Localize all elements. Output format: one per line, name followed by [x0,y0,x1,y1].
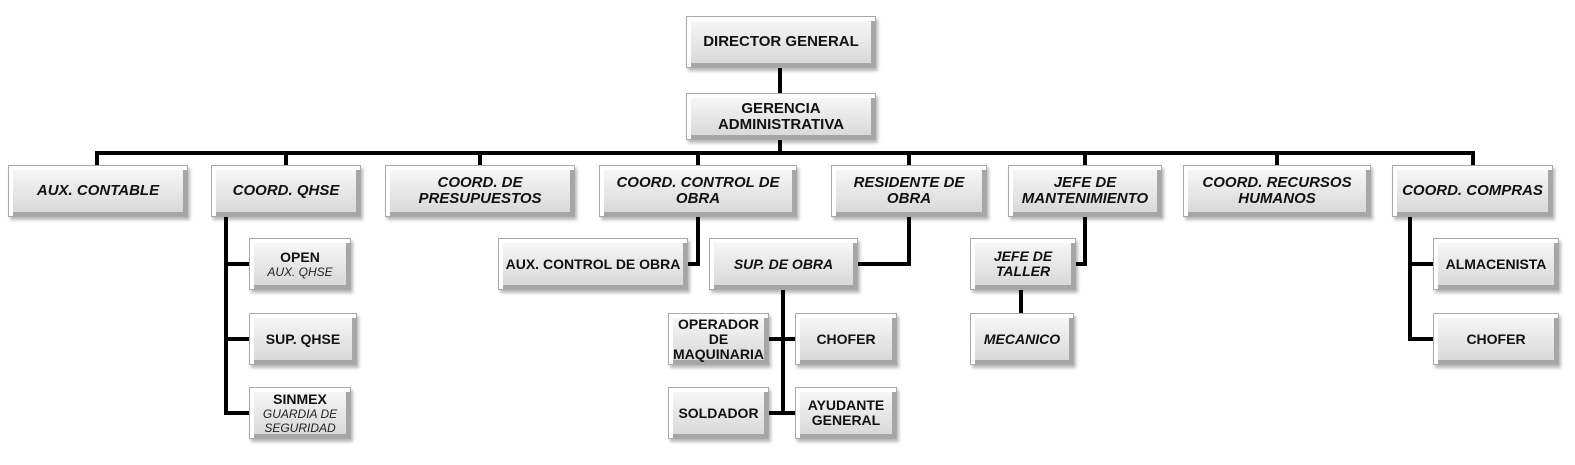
node-sup-qhse: SUP. QHSE [249,313,357,365]
node-chofer-compras: CHOFER [1433,313,1559,365]
node-aux-control-obra: AUX. CONTROL DE OBRA [498,238,688,290]
node-sup-obra: SUP. DE OBRA [709,238,858,290]
node-label: MECANICO [983,330,1061,347]
node-jefe-taller: JEFE DE TALLER [970,238,1076,290]
node-aux-contable: AUX. CONTABLE [8,165,188,217]
node-sublabel: AUX. QHSE [267,264,333,279]
node-label: COORD. QHSE [232,182,340,199]
node-label: CHOFER [816,330,876,347]
node-label: JEFE DE TALLER [993,248,1053,279]
node-label: COORD. COMPRAS [1402,182,1543,199]
node-chofer-obra: CHOFER [795,313,897,365]
node-label: OPEN [280,248,320,265]
node-label: CHOFER [1466,330,1526,347]
node-coord-recursos-humanos: COORD. RECURSOS HUMANOS [1183,165,1371,217]
node-label: SUP. QHSE [265,330,341,347]
node-label: COORD. DE PRESUPUESTOS [418,174,542,207]
node-label: JEFE DE MANTENIMIENTO [1021,174,1149,207]
node-label: COORD. RECURSOS HUMANOS [1202,174,1352,207]
node-coord-control-obra: COORD. CONTROL DE OBRA [599,165,797,217]
node-gerencia-administrativa: GERENCIA ADMINISTRATIVA [686,93,876,140]
node-label: GERENCIA ADMINISTRATIVA [717,99,845,133]
node-label: SINMEX [273,390,327,407]
node-jefe-mantenimiento: JEFE DE MANTENIMIENTO [1008,165,1162,217]
node-label: OPERADOR DE MAQUINARIA [673,315,764,362]
node-label: AYUDANTE GENERAL [807,397,885,428]
node-label: COORD. CONTROL DE OBRA [616,174,780,207]
node-label: SUP. DE OBRA [733,255,834,272]
node-soldador: SOLDADOR [668,387,769,439]
node-label: RESIDENTE DE OBRA [853,174,965,207]
node-operador-maquinaria: OPERADOR DE MAQUINARIA [668,313,769,365]
node-residente-obra: RESIDENTE DE OBRA [831,165,987,217]
node-mecanico: MECANICO [970,313,1074,365]
node-label: AUX. CONTABLE [36,182,160,199]
node-label: ALMACENISTA [1445,255,1547,272]
node-sinmex: SINMEX GUARDIA DE SEGURIDAD [249,387,351,439]
node-coord-compras: COORD. COMPRAS [1392,165,1553,217]
node-ayudante-general: AYUDANTE GENERAL [795,387,897,439]
node-almacenista: ALMACENISTA [1433,238,1559,290]
node-sublabel: GUARDIA DE SEGURIDAD [262,406,338,435]
node-director-general: DIRECTOR GENERAL [686,16,876,68]
node-coord-qhse: COORD. QHSE [211,165,361,217]
node-coord-presupuestos: COORD. DE PRESUPUESTOS [385,165,575,217]
node-label: DIRECTOR GENERAL [703,33,859,50]
node-label: SOLDADOR [678,404,759,421]
node-label: AUX. CONTROL DE OBRA [505,255,681,272]
node-open: OPEN AUX. QHSE [249,238,351,290]
